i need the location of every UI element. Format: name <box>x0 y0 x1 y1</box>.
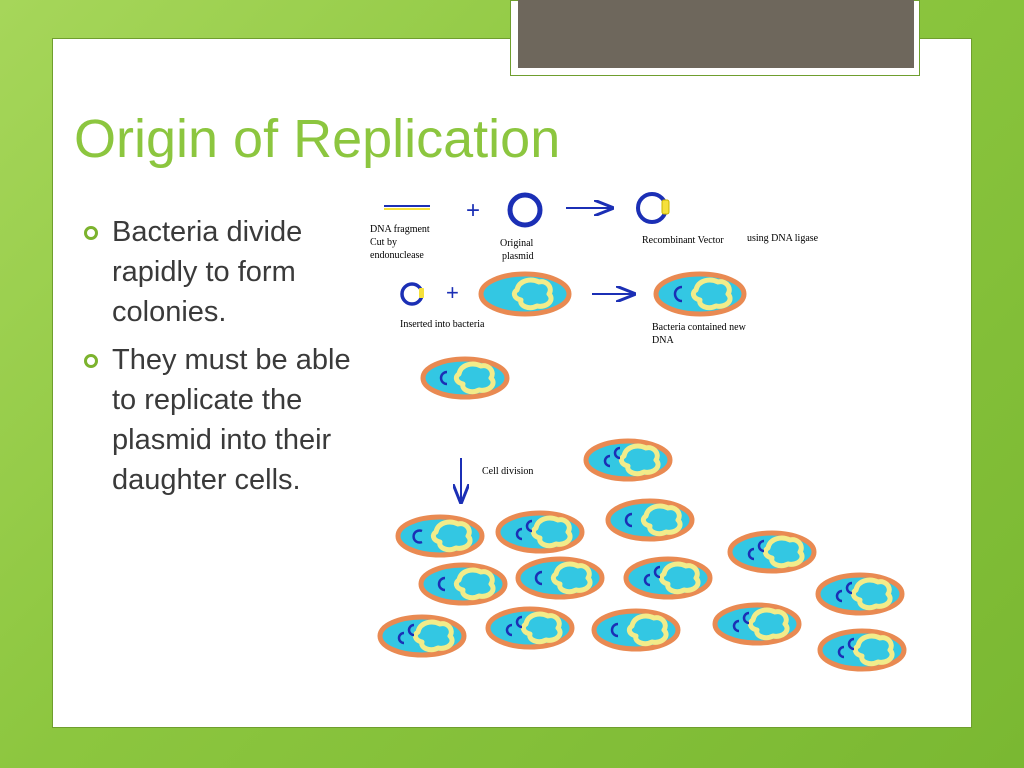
bullet-text: They must be able to replicate the plasm… <box>112 344 351 496</box>
title-tab-bar <box>518 0 914 68</box>
bullet-circle-icon <box>84 226 98 240</box>
label-cut-by: Cut by <box>370 237 397 248</box>
label-cell-division: Cell division <box>482 466 533 477</box>
dna-fragment <box>384 206 430 209</box>
plus-sign: + <box>446 280 459 305</box>
transformed-bacterium <box>423 359 507 397</box>
label-inserted-into-bacteria: Inserted into bacteria <box>400 319 485 330</box>
plasmid-replication-diagram: DNA fragment Cut by endonuclease + Origi… <box>360 180 920 680</box>
label-endonuclease: endonuclease <box>370 250 424 261</box>
recombinant-vector-icon <box>638 194 669 222</box>
bullet-item: Bacteria divide rapidly to form colonies… <box>84 212 354 332</box>
label-plasmid: plasmid <box>502 251 534 262</box>
bacterial-colony <box>380 441 904 669</box>
label-original: Original <box>500 238 534 249</box>
label-recombinant-vector: Recombinant Vector <box>642 235 724 246</box>
label-bacteria-new-dna: Bacteria contained new <box>652 322 747 333</box>
plus-sign: + <box>466 197 480 224</box>
bacterium-with-new-dna <box>656 274 744 314</box>
bullet-text: Bacteria divide rapidly to form colonies… <box>112 216 302 328</box>
label-using-dna-ligase: using DNA ligase <box>747 233 819 244</box>
small-vector-icon <box>402 284 424 304</box>
slide-title: Origin of Replication <box>74 108 560 170</box>
label-dna-fragment: DNA fragment <box>370 224 430 235</box>
label-dna: DNA <box>652 335 674 346</box>
host-bacterium <box>481 274 569 314</box>
original-plasmid-icon <box>510 195 540 225</box>
bullet-circle-icon <box>84 354 98 368</box>
bullet-list: Bacteria divide rapidly to form colonies… <box>84 212 354 508</box>
bullet-item: They must be able to replicate the plasm… <box>84 340 354 500</box>
